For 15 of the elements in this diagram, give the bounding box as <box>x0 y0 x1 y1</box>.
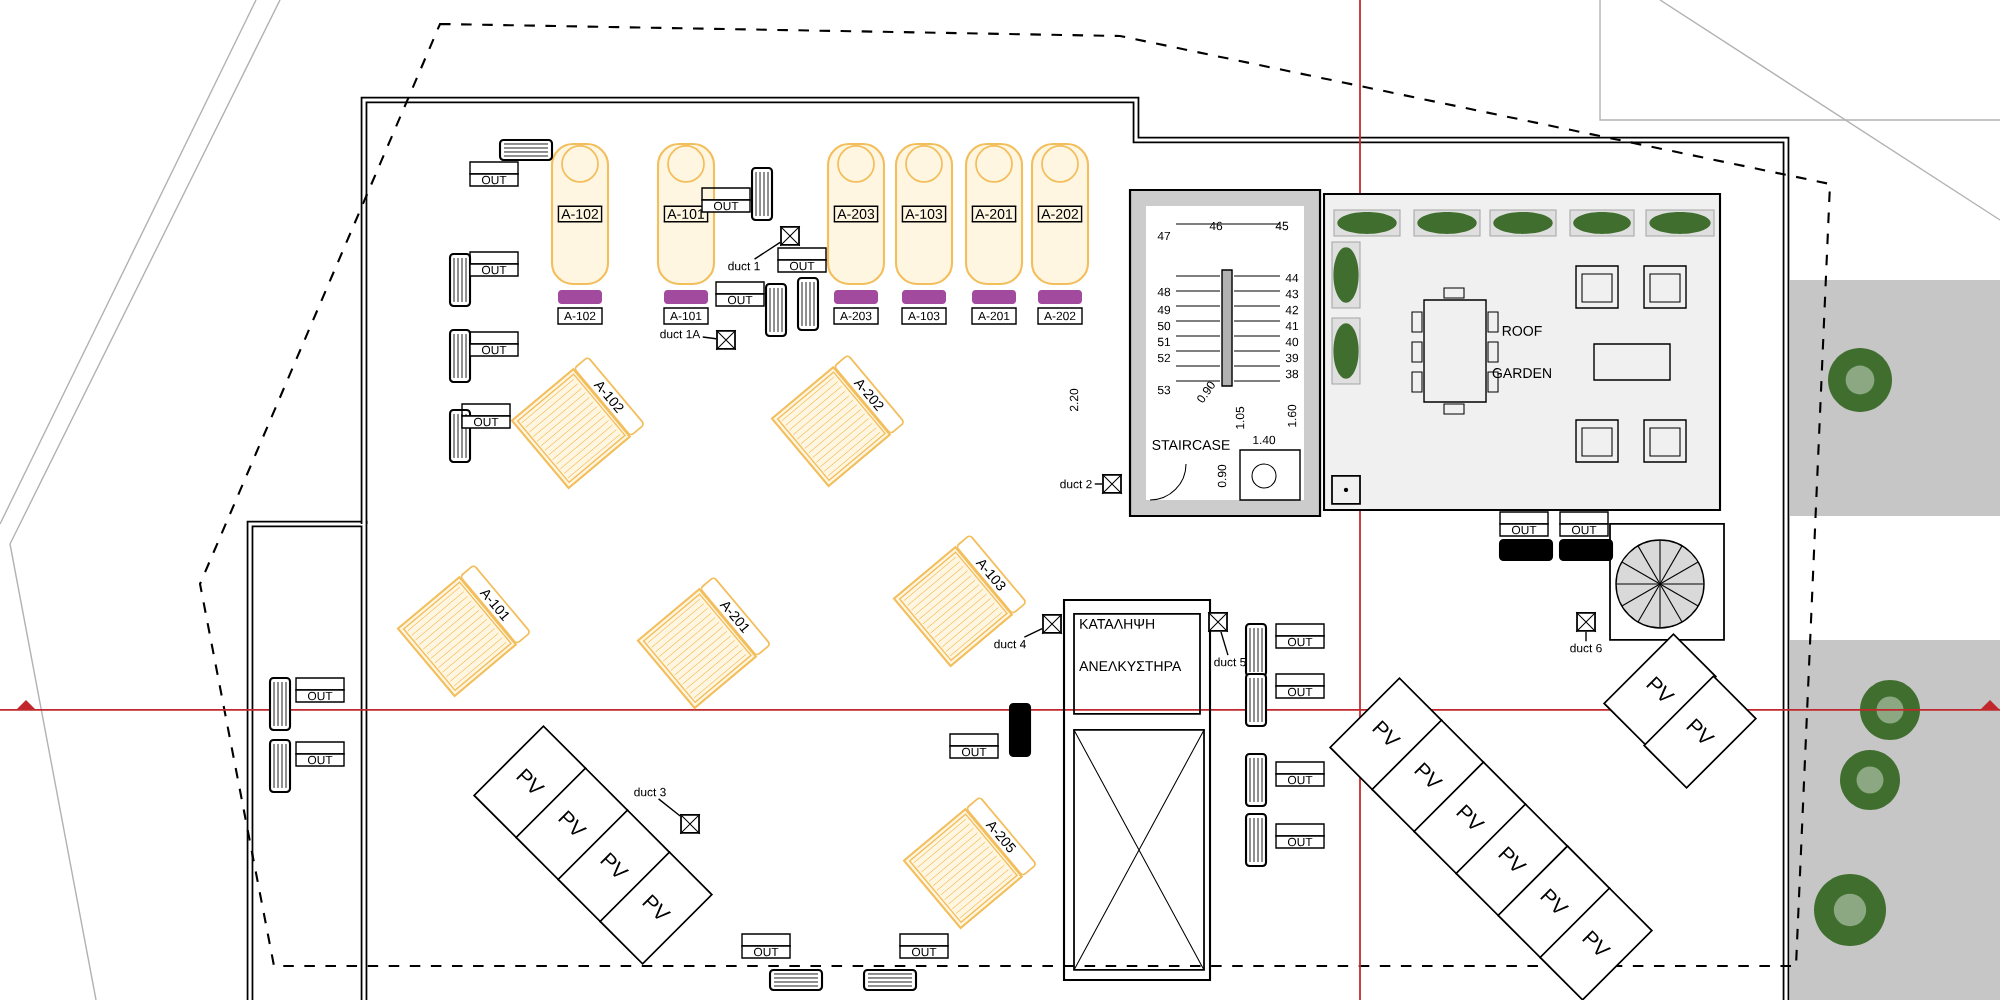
leader-line <box>1023 628 1043 638</box>
duct-symbol <box>1101 473 1123 495</box>
leader-line <box>702 336 717 340</box>
duct-symbol <box>1575 611 1597 633</box>
leader-line <box>657 798 681 817</box>
node-label: PV <box>1582 930 1612 955</box>
leader-line <box>1220 631 1229 656</box>
duct-symbol <box>779 225 801 247</box>
leader-line <box>1094 483 1103 485</box>
duct-symbol <box>1041 613 1063 635</box>
leader-line <box>753 241 781 260</box>
duct-symbol <box>679 813 701 835</box>
duct-symbol <box>1207 611 1229 633</box>
leader-line <box>1585 631 1587 642</box>
duct-symbol <box>715 329 737 351</box>
